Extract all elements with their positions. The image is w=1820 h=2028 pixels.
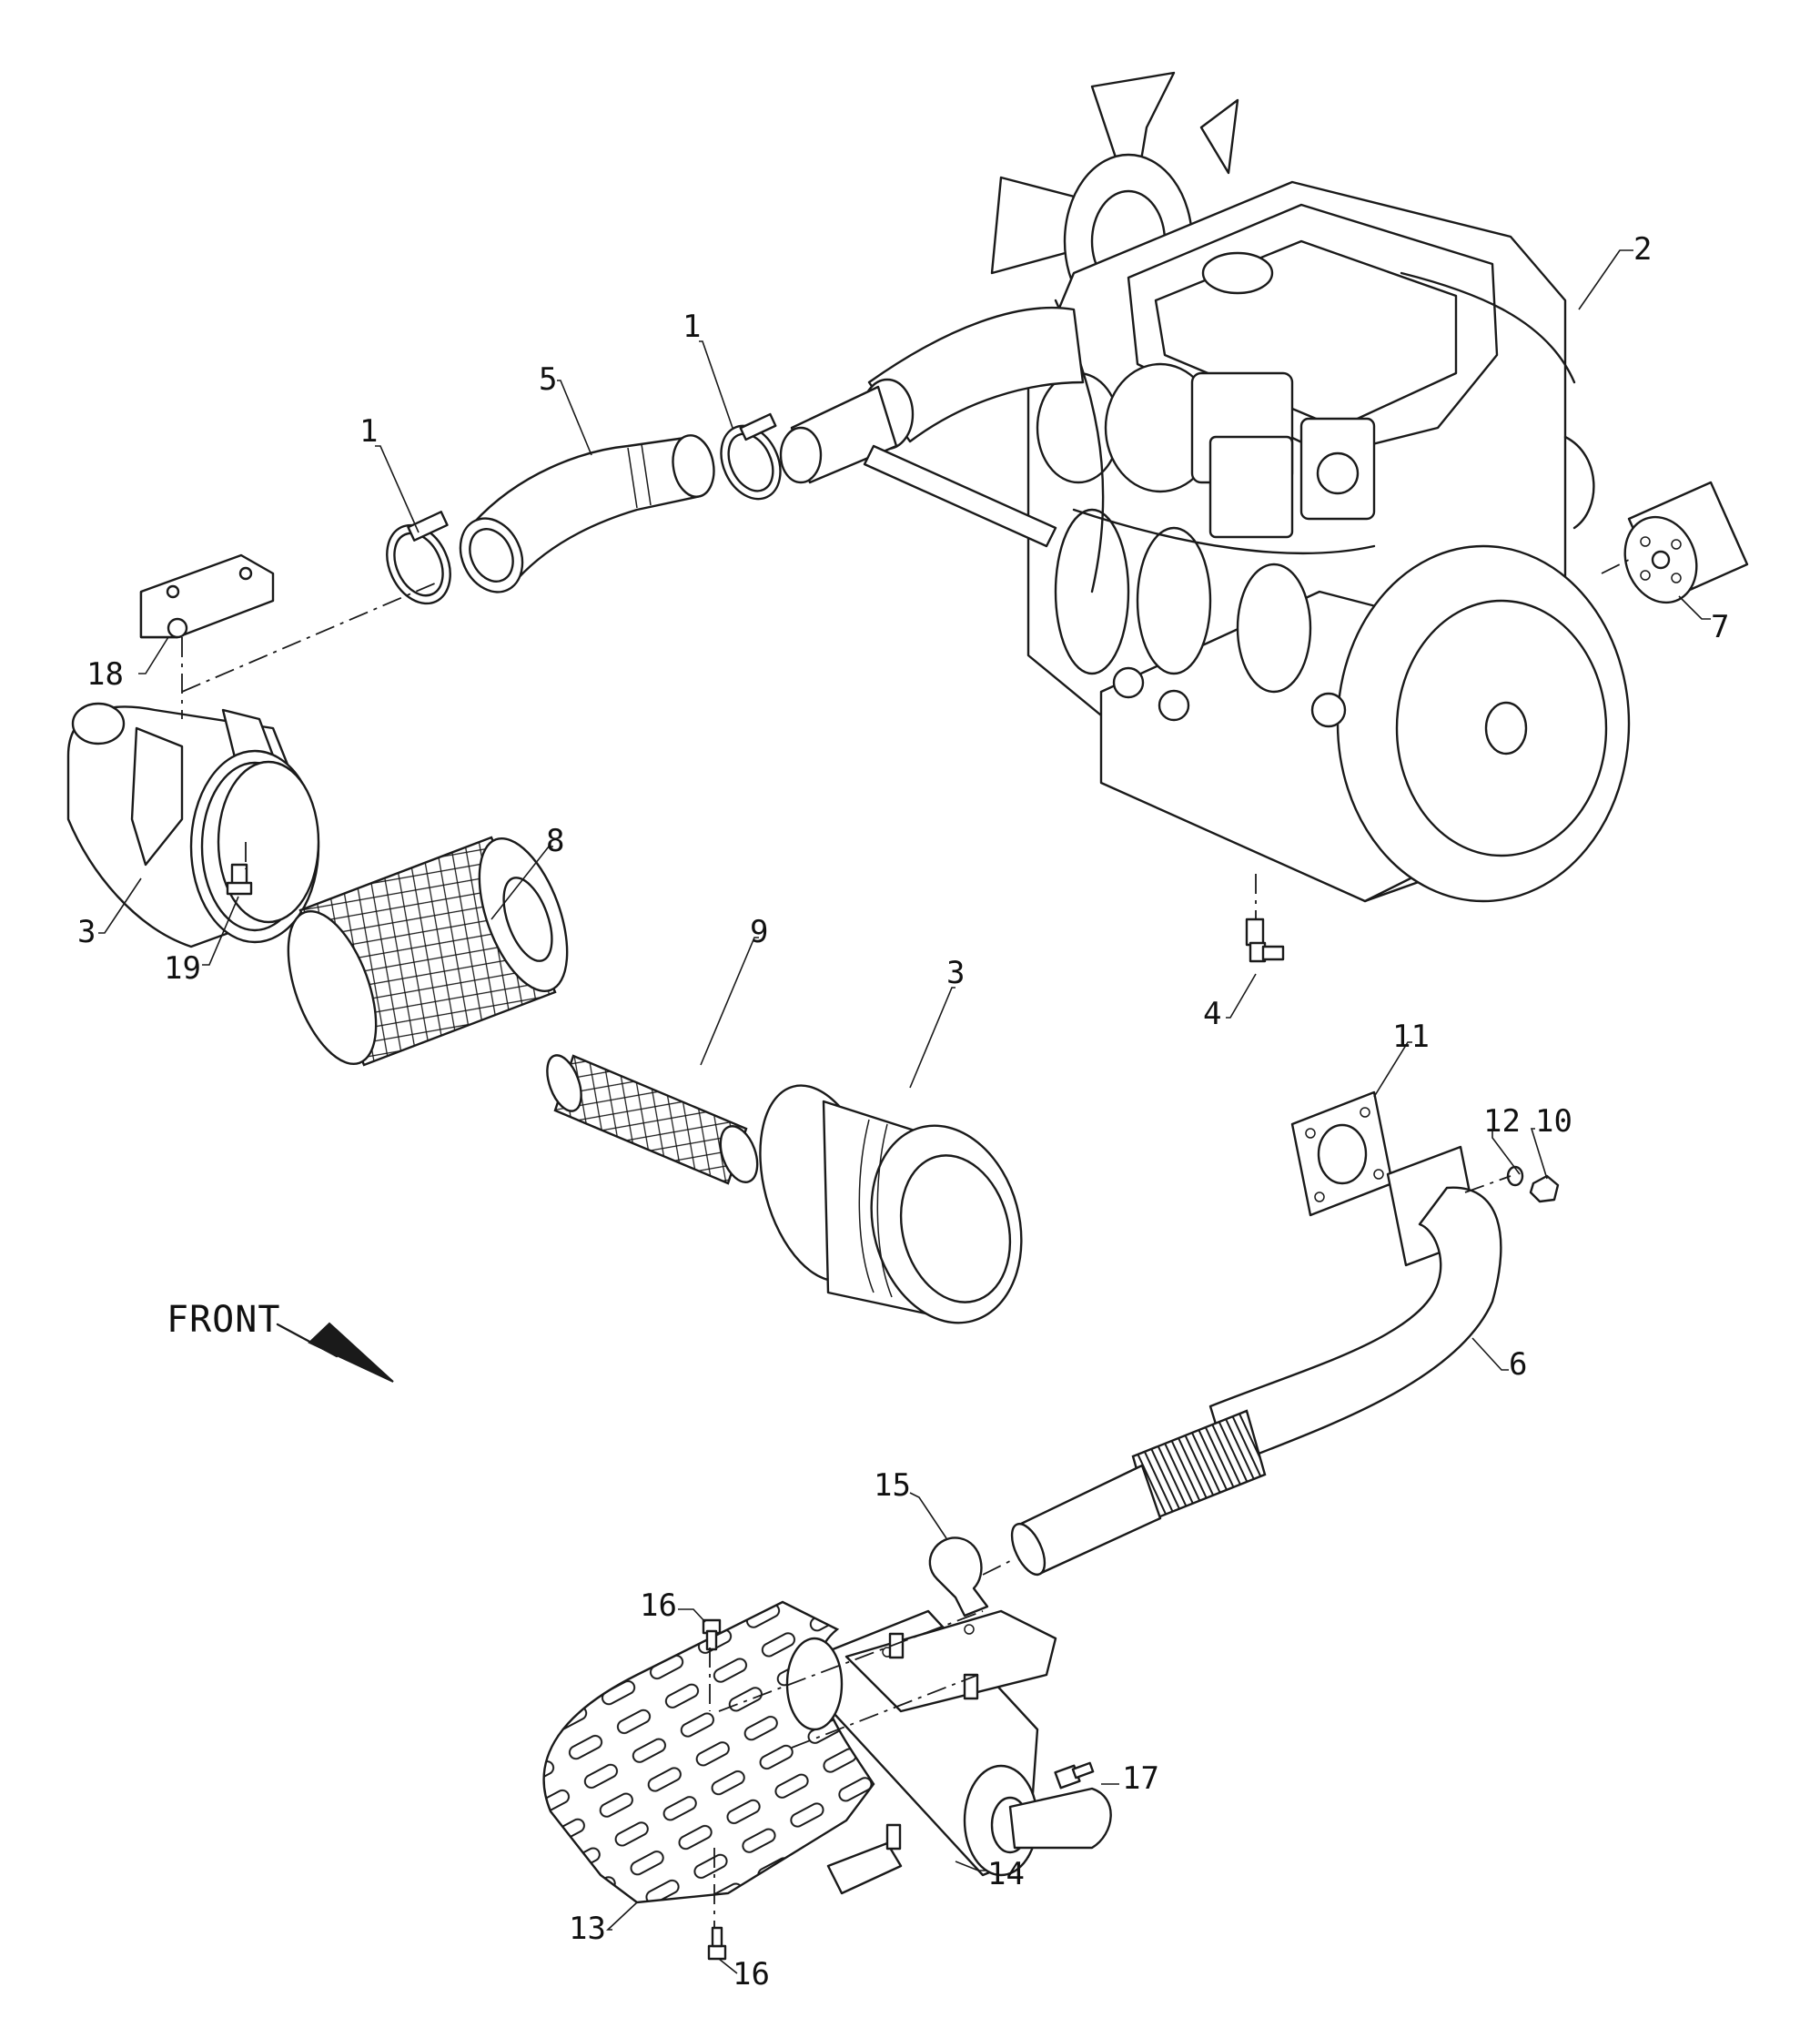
callout-13: 13	[569, 1911, 606, 1947]
oil-filter	[1623, 481, 1749, 604]
callout-4: 4	[1203, 996, 1221, 1032]
callout-9: 9	[750, 914, 768, 950]
assembly-centerlines	[181, 559, 1630, 1928]
bolt-16-bottom	[707, 1926, 727, 1961]
callout-18: 18	[86, 656, 124, 693]
leader-lines	[98, 249, 1711, 1974]
exhaust-pipe	[1010, 1145, 1502, 1577]
air-cleaner-head	[66, 702, 320, 948]
dust-cup	[759, 1084, 1023, 1324]
front-direction-label: FRONT	[167, 1299, 280, 1341]
callout-2: 2	[1633, 231, 1652, 268]
callout-1a: 1	[359, 413, 378, 450]
callout-15: 15	[874, 1467, 911, 1504]
callout-3b: 3	[946, 955, 965, 991]
bolt-17	[1054, 1761, 1095, 1790]
spacer-bolts	[885, 1632, 979, 1851]
front-arrow	[276, 1322, 394, 1383]
callout-16b: 16	[733, 1956, 770, 1993]
callout-3a: 3	[77, 914, 96, 950]
primary-filter-element	[287, 836, 569, 1067]
callout-11: 11	[1392, 1019, 1430, 1055]
hose-clamp-right	[720, 412, 782, 501]
callout-7: 7	[1711, 609, 1729, 645]
callout-17: 17	[1122, 1760, 1159, 1797]
intake-hose	[459, 434, 715, 593]
pipe-clamp	[928, 1536, 989, 1617]
hex-nut	[1529, 1174, 1560, 1203]
callout-19: 19	[164, 950, 201, 987]
callout-1b: 1	[682, 309, 701, 345]
callout-labels: 1 1 2 3 3 4 5 6 7 8 9 10 11 12 13 14 15 …	[77, 231, 1729, 1993]
callout-12: 12	[1483, 1103, 1521, 1140]
mounting-bracket	[139, 553, 275, 639]
callout-16a: 16	[640, 1587, 677, 1624]
hose-clamp-left	[386, 511, 451, 605]
engine-assembly	[779, 71, 1631, 903]
bolt-16-top	[702, 1618, 722, 1651]
safety-filter-element	[546, 1054, 759, 1185]
callout-6: 6	[1509, 1346, 1527, 1383]
drain-fitting	[1245, 918, 1285, 963]
callout-8: 8	[546, 823, 564, 859]
screw-19	[226, 863, 253, 896]
callout-14: 14	[987, 1856, 1025, 1892]
exhaust-gasket	[1290, 1090, 1394, 1217]
callout-5: 5	[539, 361, 557, 398]
callout-10: 10	[1535, 1103, 1572, 1140]
